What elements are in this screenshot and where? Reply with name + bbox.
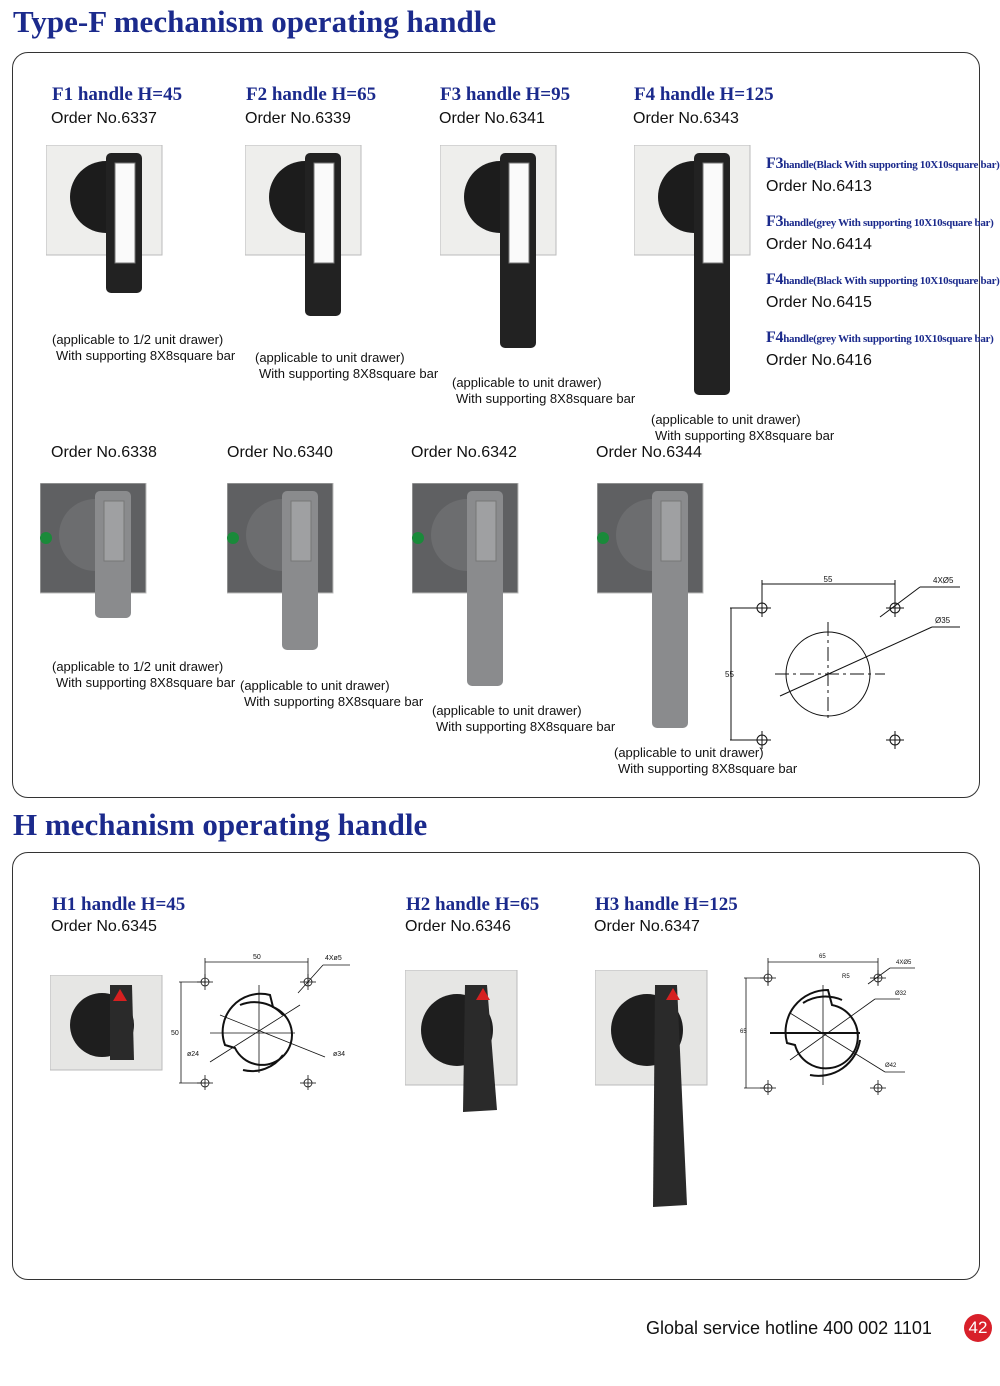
variant-heading: F3handle(grey With supporting 10X10squar… (766, 213, 994, 230)
h2-order-no: Order No.6346 (405, 918, 511, 935)
type-f-panel (12, 52, 980, 798)
f3-order-no: Order No.6341 (439, 110, 545, 127)
f-drawing-height: 55 (725, 670, 734, 679)
variant-order-no: Order No.6416 (766, 352, 872, 369)
h3-drawing-width: 65 (819, 954, 826, 960)
grey-2-order-no: Order No.6340 (227, 444, 333, 461)
f2-heading: F2 handle H=65 (246, 84, 377, 105)
page-number-badge: 42 (964, 1314, 992, 1342)
f3-handle-image (439, 144, 560, 355)
grey-2-caption: (applicable to unit drawer)With supporti… (240, 678, 424, 709)
handle-illustration (49, 974, 163, 1071)
variant-heading: F4handle(grey With supporting 10X10squar… (766, 329, 994, 346)
variant-heading: F3handle(Black With supporting 10X10squa… (766, 155, 1000, 172)
h3-mounting-drawing: 65 65 4XØ5 R5 Ø32 Ø42 (740, 954, 915, 1095)
handle-illustration (411, 482, 519, 686)
section-title-h: H mechanism operating handle (13, 807, 428, 842)
f2-order-no: Order No.6339 (245, 110, 351, 127)
variant-heading: F4handle(Black With supporting 10X10squa… (766, 271, 1000, 288)
h3-heading: H3 handle H=125 (595, 894, 738, 915)
handle-illustration (226, 482, 334, 650)
h1-drawing-width: 50 (253, 954, 261, 961)
variant-order-no: Order No.6414 (766, 236, 872, 253)
f2-caption: (applicable to unit drawer)With supporti… (255, 350, 439, 381)
f3-caption: (applicable to unit drawer)With supporti… (452, 375, 636, 406)
handle-illustration (633, 144, 751, 395)
h1-drawing-inner-diameter: ø24 (187, 1051, 199, 1058)
grey-1-caption: (applicable to 1/2 unit drawer)With supp… (52, 659, 236, 690)
grey-4-handle-image (596, 482, 707, 735)
h3-drawing-height: 65 (740, 1029, 747, 1035)
handle-illustration (45, 144, 163, 293)
variant-order-no: Order No.6415 (766, 294, 872, 311)
grey-2-handle-image (226, 482, 337, 657)
h2-handle-image (404, 969, 521, 1145)
f-mounting-drawing: 55 55 4XØ5 Ø35 (725, 575, 960, 749)
f4-order-no: Order No.6343 (633, 110, 739, 127)
handle-illustration (596, 482, 704, 728)
f1-order-no: Order No.6337 (51, 110, 157, 127)
h1-handle-image (49, 974, 166, 1080)
f2-handle-image (244, 144, 365, 323)
h2-heading: H2 handle H=65 (406, 894, 540, 915)
h3-drawing-outer-diameter: Ø42 (885, 1063, 897, 1069)
h1-order-no: Order No.6345 (51, 918, 157, 935)
grey-1-order-no: Order No.6338 (51, 444, 157, 461)
grey-3-handle-image (411, 482, 522, 693)
variant-order-no: Order No.6413 (766, 178, 872, 195)
f4-caption: (applicable to unit drawer)With supporti… (651, 412, 835, 443)
f4-handle-image (633, 144, 754, 402)
f-drawing-holes: 4XØ5 (933, 576, 954, 585)
service-hotline: Global service hotline 400 002 1101 (646, 1318, 932, 1338)
handle-illustration (594, 969, 708, 1207)
section-title-type-f: Type-F mechanism operating handle (13, 4, 497, 39)
handle-illustration (39, 482, 147, 618)
h3-drawing-radius: R5 (842, 974, 850, 980)
h3-order-no: Order No.6347 (594, 918, 700, 935)
f-drawing-width: 55 (824, 575, 833, 584)
h1-drawing-height: 50 (171, 1030, 179, 1037)
f1-handle-image (45, 144, 166, 300)
h-panel (12, 852, 980, 1280)
f1-heading: F1 handle H=45 (52, 84, 183, 105)
h1-heading: H1 handle H=45 (52, 894, 186, 915)
h3-drawing-inner-diameter: Ø32 (895, 991, 907, 997)
f3-heading: F3 handle H=95 (440, 84, 571, 105)
grey-1-handle-image (39, 482, 150, 625)
h1-drawing-outer-diameter: ø34 (333, 1051, 345, 1058)
handle-illustration (244, 144, 362, 316)
f-drawing-diameter: Ø35 (935, 616, 951, 625)
h3-drawing-holes: 4XØ5 (896, 960, 912, 966)
handle-illustration (404, 969, 518, 1112)
grey-4-caption: (applicable to unit drawer)With supporti… (614, 745, 798, 776)
f4-heading: F4 handle H=125 (634, 84, 774, 105)
grey-3-caption: (applicable to unit drawer)With supporti… (432, 703, 616, 734)
f1-caption: (applicable to 1/2 unit drawer)With supp… (52, 332, 236, 363)
grey-3-order-no: Order No.6342 (411, 444, 517, 461)
h3-handle-image (594, 969, 711, 1240)
h1-mounting-drawing: 50 50 4Xø5 ø24 ø34 (171, 954, 350, 1090)
h1-drawing-holes: 4Xø5 (325, 955, 342, 962)
grey-4-order-no: Order No.6344 (596, 444, 702, 461)
handle-illustration (439, 144, 557, 348)
